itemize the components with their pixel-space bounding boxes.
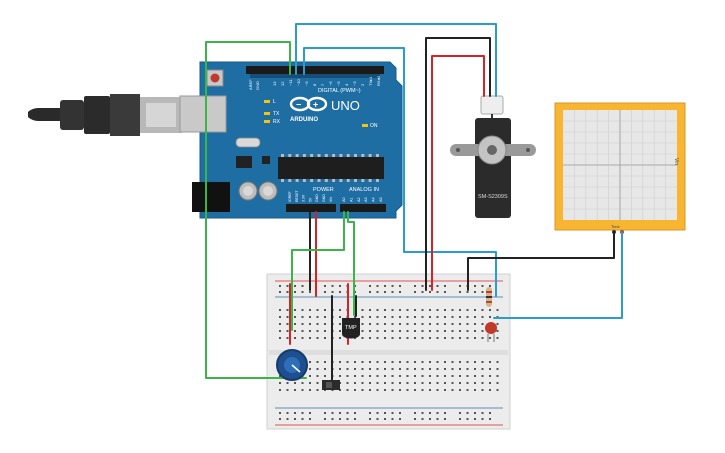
potentiometer[interactable] (276, 349, 308, 381)
servo-motor[interactable]: SM-S2309S (450, 95, 536, 218)
wire-green-a0 (347, 211, 355, 316)
power-pin-label: GND (315, 194, 319, 202)
analog-header (340, 204, 386, 212)
slide-switch[interactable] (322, 380, 340, 390)
digital-pin-label: RX◂0 (376, 75, 381, 86)
wires (205, 23, 623, 389)
power-jack (192, 182, 230, 212)
power-pin-label: 5V (308, 197, 312, 202)
power-header (286, 204, 336, 212)
analog-pin-label: A1 (349, 197, 353, 202)
oscilloscope-vin-label: Vin (673, 158, 679, 165)
analog-pin-label: A2 (357, 197, 361, 202)
wire-blue-scope (493, 231, 623, 319)
servo-label: SM-S2309S (478, 194, 508, 200)
led[interactable] (485, 322, 497, 342)
digital-header (246, 66, 384, 74)
power-pin-label: GND (322, 194, 326, 202)
usb-cable (28, 94, 182, 136)
l-led-label: L (273, 99, 276, 105)
analog-pin-label: A5 (379, 197, 383, 202)
oscilloscope[interactable]: Vin Time (554, 102, 686, 234)
arduino-board[interactable]: − + ARDUINO UNO DIGITAL (PWM~) AREF GND … (179, 61, 403, 219)
gnd-label: GND (255, 81, 260, 90)
temperature-sensor[interactable]: TMP (342, 318, 360, 339)
aref-label: AREF (248, 79, 253, 90)
board-model-label: UNO (331, 98, 360, 113)
wire-blue-pin11 (295, 23, 497, 97)
analog-pin-label: A3 (364, 197, 368, 202)
usb-socket (179, 95, 227, 133)
wire-black-servo (425, 37, 491, 291)
digital-pin-label: TX▸1 (368, 76, 373, 86)
digital-pin-label: ~10 (296, 78, 301, 86)
digital-pin-label: 12 (280, 81, 285, 86)
svg-text:+: + (313, 100, 318, 110)
arduino-logo-text: ARDUINO (290, 117, 318, 123)
svg-text:−: − (296, 100, 301, 110)
digital-pin-label: ~9 (304, 81, 309, 86)
microcontroller-chip (278, 157, 384, 179)
tx-led-label: TX (273, 111, 280, 117)
analog-pin-label: A0 (342, 197, 346, 202)
on-led-label: ON (370, 123, 378, 129)
digital-pin-label: ~6 (328, 81, 333, 86)
analog-label: ANALOG IN (349, 187, 379, 193)
resistor[interactable] (486, 287, 492, 307)
digital-pin-label: 4 (344, 83, 349, 86)
power-pin-label: IOREF (288, 191, 292, 202)
wire-green-pin10 (205, 41, 307, 379)
rx-led-label: RX (273, 119, 281, 125)
digital-pin-label: 13 (272, 81, 277, 86)
power-pin-label: Vin (329, 197, 333, 202)
digital-label: DIGITAL (PWM~) (318, 88, 361, 94)
digital-pin-label: ~3 (352, 81, 357, 86)
digital-pin-label: 2 (360, 83, 365, 86)
wire-green-a1 (291, 211, 345, 331)
arduino-logo: − + ARDUINO (289, 96, 328, 123)
power-pin-label: RESET (295, 189, 299, 202)
wire-black-scope (467, 231, 615, 291)
digital-pin-label: 8 (312, 83, 317, 86)
digital-pin-label: ~11 (288, 79, 293, 86)
digital-pin-label: ~5 (336, 81, 341, 86)
oscilloscope-time-label: Time (611, 224, 621, 229)
wire-red-servo (431, 55, 485, 291)
power-label: POWER (313, 187, 334, 193)
wire-blue-pin9 (303, 47, 497, 297)
temperature-sensor-label: TMP (345, 325, 357, 331)
analog-pin-label: A4 (372, 197, 376, 202)
breadboard[interactable] (266, 273, 511, 430)
power-pin-label: 3.3V (302, 194, 306, 202)
digital-pin-label: 7 (320, 83, 325, 86)
